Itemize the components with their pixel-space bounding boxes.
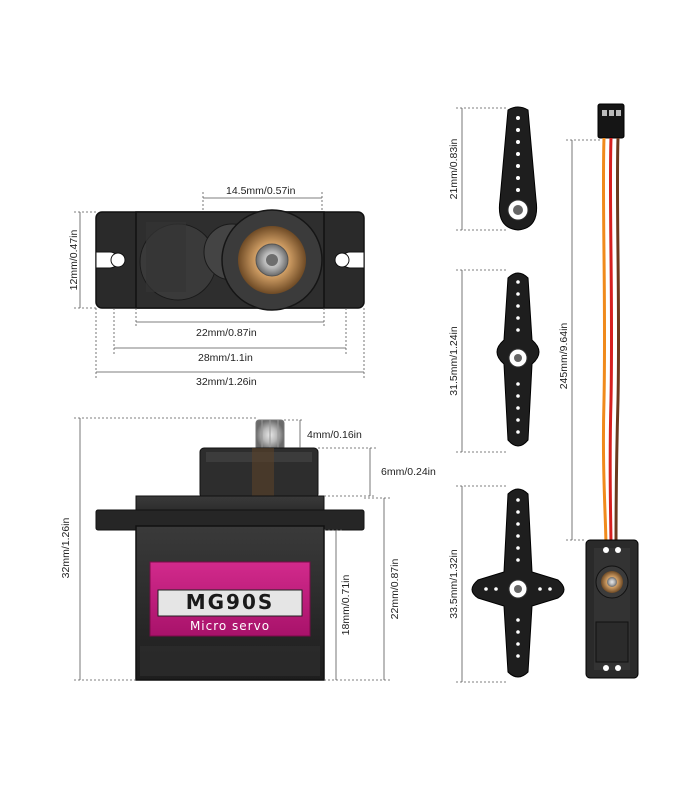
top-view-height-label: 12mm/0.47in — [68, 229, 80, 291]
side-view-total-height-label: 32mm/1.26in — [60, 517, 72, 579]
double-arm-horn-label: 31.5mm/1.24in — [448, 326, 460, 396]
single-arm-horn-label: 21mm/0.83in — [448, 138, 460, 200]
product-model-label: MG90S — [185, 590, 275, 614]
single-arm-horn — [498, 106, 538, 231]
top-view-dimension-lines — [74, 192, 365, 378]
top-view-servo — [95, 209, 365, 311]
top-view-gear-width-label: 14.5mm/0.57in — [226, 185, 296, 197]
cable-length-label: 245mm/9.64in — [558, 322, 570, 390]
double-arm-horn — [496, 272, 540, 447]
side-view-dimension-lines — [74, 417, 390, 681]
cross-arm-horn — [471, 488, 565, 678]
top-view-mount-length-label: 28mm/1.1in — [198, 352, 253, 364]
side-view-gear-cap-height-label: 6mm/0.24in — [381, 466, 436, 478]
side-view-servo — [95, 419, 365, 681]
top-view-total-length-label: 32mm/1.26in — [196, 376, 257, 388]
servo-with-cable — [585, 103, 639, 679]
cross-arm-horn-label: 33.5mm/1.32in — [448, 549, 460, 619]
side-view-shaft-height-label: 4mm/0.16in — [307, 429, 362, 441]
horn-dimension-lines — [456, 107, 508, 683]
cable-dimension-line — [566, 139, 600, 541]
product-subtitle-label: Micro servo — [189, 619, 271, 633]
top-view-body-length-label: 22mm/0.87in — [196, 327, 257, 339]
side-view-body-height-label: 22mm/0.87in — [389, 558, 401, 620]
side-view-below-mount-label: 18mm/0.71in — [340, 574, 352, 636]
